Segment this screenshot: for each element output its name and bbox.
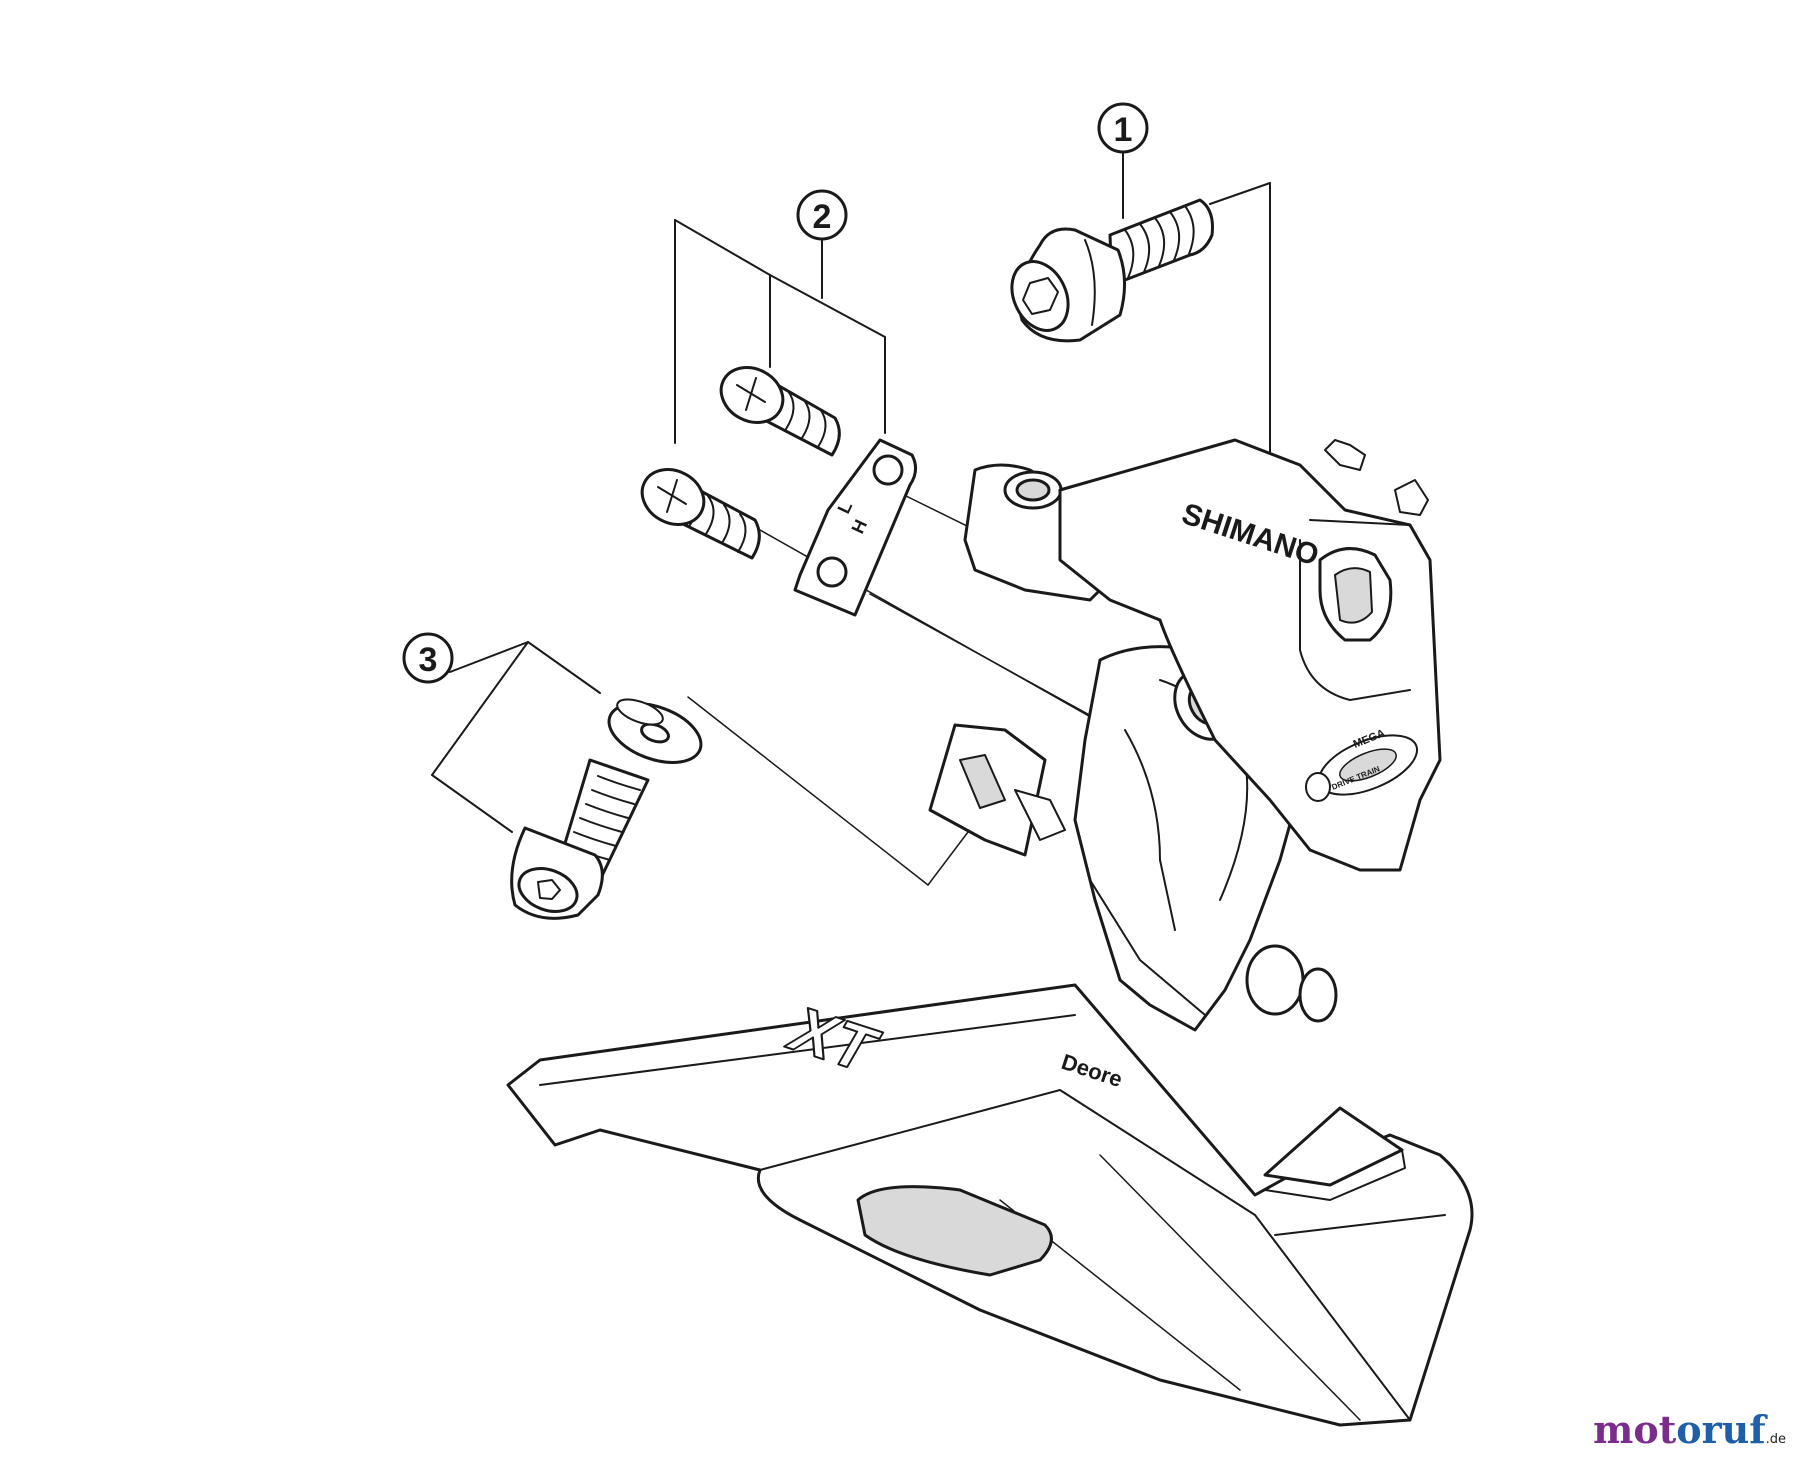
callout-3-number: 3: [419, 641, 438, 679]
watermark-logo: motoruf.de: [1593, 1407, 1786, 1452]
callout-1: 1: [1097, 102, 1149, 154]
front-derailleur: MEGA DRIVE TRAIN SHIMANO Deore XT: [506, 438, 1474, 1427]
limit-screw-plate: L H: [793, 438, 917, 617]
callout-2: 2: [796, 189, 848, 241]
watermark-part-2: oruf: [1676, 1407, 1766, 1452]
callout-3: 3: [402, 632, 454, 684]
callout-1-number: 1: [1114, 111, 1133, 149]
watermark-part-3: .de: [1765, 1432, 1786, 1447]
cable-bolt: [510, 698, 703, 920]
watermark-part-1: mot: [1593, 1407, 1677, 1452]
mount-screws: [640, 366, 841, 560]
clamp-bolt: [1010, 198, 1214, 343]
callout-2-number: 2: [813, 198, 832, 236]
